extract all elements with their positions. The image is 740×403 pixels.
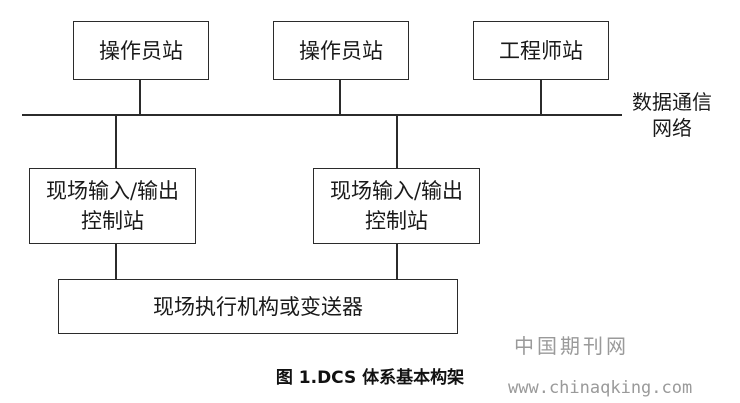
figure-caption: 图 1.DCS 体系基本构架 <box>275 368 465 388</box>
connector-field-2-actuator <box>396 244 398 280</box>
field-actuator-transmitter: 现场执行机构或变送器 <box>58 279 458 334</box>
engineer-station-label: 工程师站 <box>499 38 583 63</box>
network-bus-line <box>22 114 622 116</box>
watermark-url: www.chinaqking.com <box>508 378 693 398</box>
engineer-station: 工程师站 <box>473 21 609 80</box>
field-station-1-label-line1: 现场输入/输出 <box>45 179 180 203</box>
field-station-1-label-line2: 控制站 <box>81 209 144 233</box>
actuator-label: 现场执行机构或变送器 <box>153 294 363 319</box>
operator-station-1-label: 操作员站 <box>99 38 183 63</box>
field-station-2-label-line1: 现场输入/输出 <box>329 179 464 203</box>
connector-operator-1-bus <box>139 80 141 115</box>
field-io-control-station-1: 现场输入/输出 控制站 <box>29 168 196 244</box>
network-label-line1: 数据通信 <box>632 90 712 114</box>
connector-field-1-actuator <box>115 244 117 280</box>
connector-engineer-bus <box>540 80 542 115</box>
connector-operator-2-bus <box>339 80 341 115</box>
network-label: 数据通信 网络 <box>617 89 727 141</box>
field-io-control-station-2: 现场输入/输出 控制站 <box>313 168 480 244</box>
field-station-2-label-line2: 控制站 <box>365 209 428 233</box>
network-label-line2: 网络 <box>652 116 692 140</box>
operator-station-2: 操作员站 <box>273 21 409 80</box>
watermark-site-name: 中国期刊网 <box>514 334 629 358</box>
connector-bus-field-2 <box>396 115 398 169</box>
operator-station-1: 操作员站 <box>73 21 209 80</box>
operator-station-2-label: 操作员站 <box>299 38 383 63</box>
connector-bus-field-1 <box>115 115 117 169</box>
